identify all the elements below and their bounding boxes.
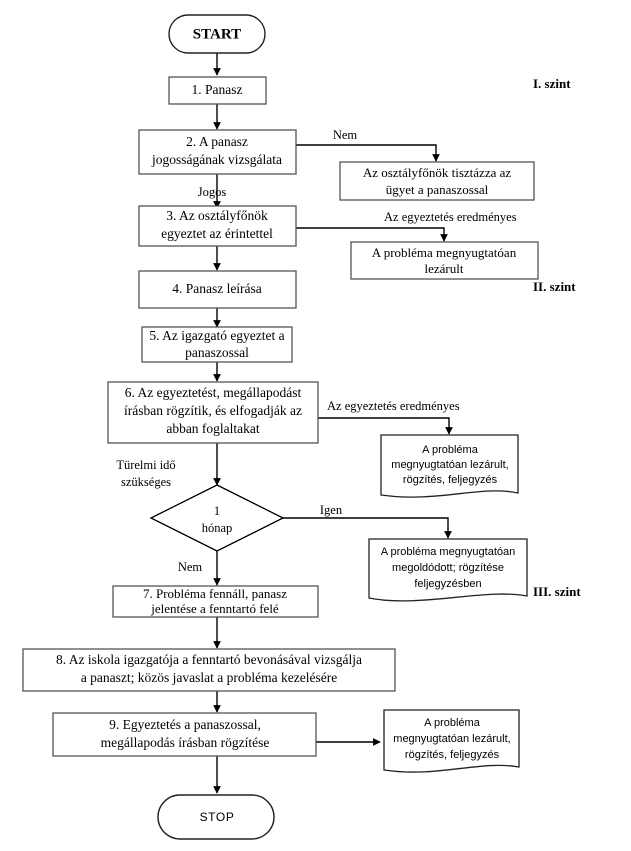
node-d3-line1: A probléma — [424, 717, 481, 729]
start-label: START — [193, 26, 241, 42]
node-9-shape — [52, 712, 317, 757]
node-2-jogossag[interactable]: 2. A panasz jogosságának vizsgálata — [138, 129, 297, 175]
node-d1-shape — [380, 434, 519, 498]
node-6-line2: írásban rögzítik, és elfogadják az — [124, 403, 302, 418]
node-3-osztalyfonok-egyeztet[interactable]: 3. Az osztályfőnök egyeztet az érintette… — [138, 205, 297, 247]
node-4-line1: 4. Panasz leírása — [172, 281, 262, 296]
node-3-shape — [138, 205, 297, 247]
node-6-line3: abban foglaltakat — [166, 421, 260, 436]
node-d2-document[interactable]: A probléma megnyugtatóan megoldódott; rö… — [368, 538, 528, 602]
node-d1-line2: megnyugtatóan lezárult, — [391, 459, 508, 471]
node-start[interactable]: START — [168, 14, 266, 54]
node-4-shape — [138, 270, 297, 309]
edge-labels: Nem Jogos Az egyeztetés eredményes Az eg… — [116, 128, 516, 574]
connectors — [213, 53, 453, 794]
node-stop[interactable]: STOP — [157, 794, 275, 840]
level-label-3: III. szint — [533, 584, 581, 599]
node-5-line1: 5. Az igazgató egyeztet a — [149, 328, 284, 343]
node-8-shape — [22, 648, 396, 692]
level-label-1: I. szint — [533, 76, 571, 91]
node-9-egyeztetes-panaszossal[interactable]: 9. Egyeztetés a panaszossal, megállapodá… — [52, 712, 317, 757]
node-9-line2: megállapodás írásban rögzítése — [101, 735, 270, 750]
edge-6-to-d1 — [318, 417, 453, 435]
node-d1-line1: A probléma — [422, 444, 479, 456]
node-d3-line3: rögzítés, feljegyzés — [405, 749, 500, 761]
node-d3-shape — [383, 709, 520, 773]
node-d2-shape — [368, 538, 528, 602]
node-4-panasz-leirasa[interactable]: 4. Panasz leírása — [138, 270, 297, 309]
node-d2-line1: A probléma megnyugtatóan — [381, 546, 516, 558]
edge-label-eredmenyes-2: Az egyeztetés eredményes — [327, 399, 460, 413]
node-3-line1: 3. Az osztályfőnök — [166, 208, 268, 223]
node-5-shape — [141, 326, 293, 363]
node-r1-osztalyfonok-tisztazza[interactable]: Az osztályfőnök tisztázza az ügyet a pan… — [339, 161, 535, 201]
level-labels: I. szint II. szint III. szint — [533, 76, 581, 599]
node-3-line2: egyeztet az érintettel — [161, 226, 273, 241]
node-d1-line3: rögzítés, feljegyzés — [403, 474, 498, 486]
node-r1-shape — [339, 161, 535, 201]
edge-label-jogos: Jogos — [198, 185, 227, 199]
edge-label-nem-bottom: Nem — [178, 560, 203, 574]
edge-label-eredmenyes-1: Az egyeztetés eredményes — [384, 210, 517, 224]
node-2-line1: 2. A panasz — [186, 134, 248, 149]
node-7-line1: 7. Probléma fennáll, panasz — [143, 586, 287, 601]
node-d2-line3: feljegyzésben — [414, 578, 481, 590]
node-8-line1: 8. Az iskola igazgatója a fenntartó bevo… — [56, 652, 362, 667]
stop-label: STOP — [200, 810, 235, 824]
node-7-problema-fennall[interactable]: 7. Probléma fennáll, panasz jelentése a … — [112, 585, 319, 618]
node-d3-document[interactable]: A probléma megnyugtatóan lezárult, rögzí… — [383, 709, 520, 773]
edge-label-turelmi-line2: szükséges — [121, 475, 171, 489]
node-7-shape — [112, 585, 319, 618]
node-6-rogzites-elfogadas[interactable]: 6. Az egyeztetést, megállapodást írásban… — [107, 381, 319, 444]
node-8-line2: a panaszt; közös javaslat a probléma kez… — [81, 670, 337, 685]
node-5-igazgato-egyeztet[interactable]: 5. Az igazgató egyeztet a panaszossal — [141, 326, 293, 363]
node-r2-shape — [350, 241, 539, 280]
node-decision-1-honap[interactable]: 1 hónap — [149, 484, 285, 552]
node-d3-line2: megnyugtatóan lezárult, — [393, 733, 510, 745]
level-label-2: II. szint — [533, 279, 576, 294]
decision-shape — [149, 484, 285, 552]
node-7-line2: jelentése a fenntartó felé — [150, 601, 279, 616]
node-2-shape — [138, 129, 297, 175]
node-d2-line2: megoldódott; rögzítése — [392, 562, 504, 574]
node-1-shape — [168, 76, 267, 105]
node-1-panasz[interactable]: 1. Panasz — [168, 76, 267, 105]
node-1-line1: 1. Panasz — [192, 82, 243, 97]
edge-2-to-r1 — [296, 144, 440, 162]
stop-shape — [157, 794, 275, 840]
decision-line2: hónap — [202, 521, 233, 535]
node-8-fenntarto-vizsgalja[interactable]: 8. Az iskola igazgatója a fenntartó bevo… — [22, 648, 396, 692]
node-r2-line1: A probléma megnyugtatóan — [372, 245, 517, 260]
edge-label-igen: Igen — [320, 503, 343, 517]
node-9-line1: 9. Egyeztetés a panaszossal, — [109, 717, 261, 732]
node-r2-problema-lezarult[interactable]: A probléma megnyugtatóan lezárult — [350, 241, 539, 280]
node-6-line1: 6. Az egyeztetést, megállapodást — [125, 385, 302, 400]
node-r1-line2: ügyet a panaszossal — [386, 182, 489, 197]
node-2-line2: jogosságának vizsgálata — [151, 152, 282, 167]
start-shape — [168, 14, 266, 54]
decision-line1: 1 — [214, 504, 220, 518]
edge-3-to-r2 — [296, 227, 448, 242]
node-6-shape — [107, 381, 319, 444]
node-d1-document[interactable]: A probléma megnyugtatóan lezárult, rögzí… — [380, 434, 519, 498]
edge-label-nem-top: Nem — [333, 128, 358, 142]
node-r2-line2: lezárult — [425, 261, 464, 276]
edge-decision-to-d2 — [283, 517, 452, 539]
node-5-line2: panaszossal — [185, 345, 249, 360]
edge-label-turelmi-line1: Türelmi idő — [116, 458, 175, 472]
node-r1-line1: Az osztályfőnök tisztázza az — [363, 165, 512, 180]
